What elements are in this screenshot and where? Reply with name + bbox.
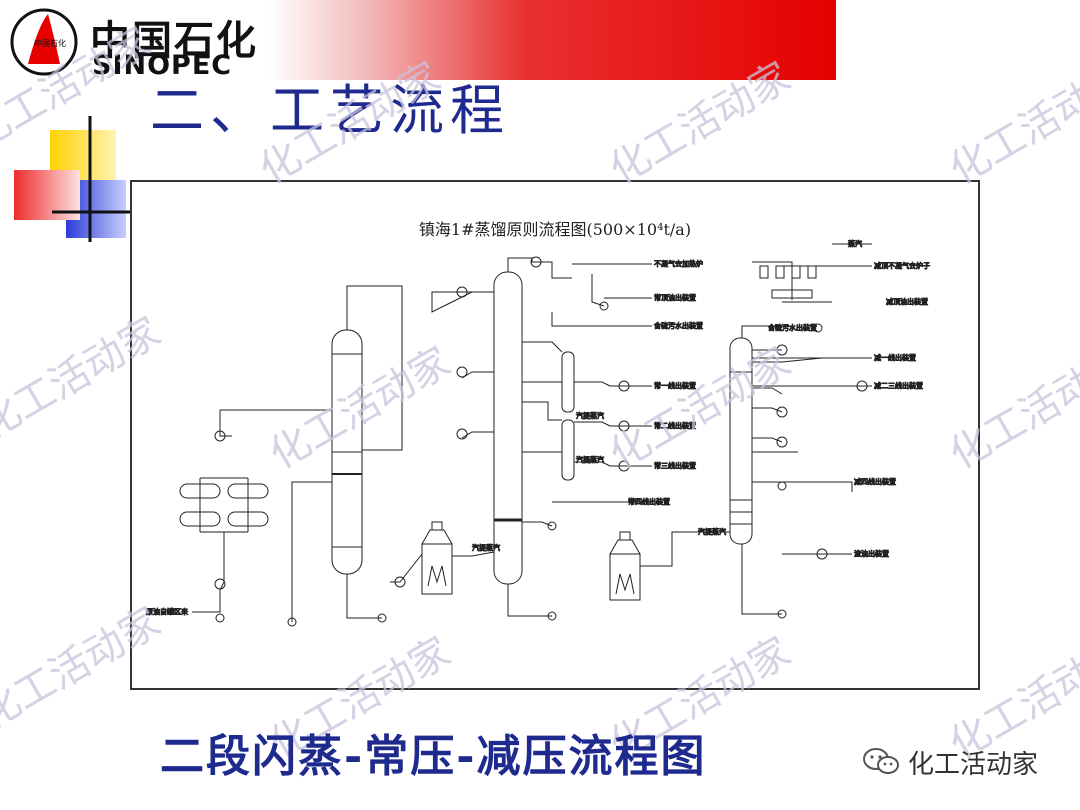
svg-text:汽提蒸汽: 汽提蒸汽 <box>472 543 500 552</box>
svg-text:含硫污水出装置: 含硫污水出装置 <box>654 321 703 330</box>
svg-text:不凝气去加热炉: 不凝气去加热炉 <box>654 259 703 268</box>
svg-text:中国石化: 中国石化 <box>34 38 66 48</box>
slide-title: 二、工艺流程 <box>150 79 510 142</box>
process-flow-diagram: 原油自罐区来 不凝气去加热炉 常顶油出装置 含硫污水出装置 常一线出装置 汽提蒸… <box>130 180 980 690</box>
svg-text:汽提蒸汽: 汽提蒸汽 <box>576 411 604 420</box>
diagram-title: 镇海1#蒸馏原则流程图(500×10⁴t/a) <box>418 220 692 239</box>
svg-text:常二线出装置: 常二线出装置 <box>654 421 696 430</box>
furnace-2 <box>609 531 641 601</box>
vacuum-tower <box>729 337 753 545</box>
account-name: 化工活动家 <box>908 750 1039 780</box>
svg-text:减顶油出装置: 减顶油出装置 <box>886 297 928 306</box>
svg-text:汽提蒸汽: 汽提蒸汽 <box>576 455 604 464</box>
stripper-1 <box>561 351 575 413</box>
brand-name-cn: 中国石化 <box>90 17 258 64</box>
heat-exchangers <box>214 256 868 590</box>
pumps <box>215 301 823 627</box>
svg-text:常顶油出装置: 常顶油出装置 <box>654 293 696 302</box>
svg-text:减一线出装置: 减一线出装置 <box>874 353 916 362</box>
wechat-icon <box>863 748 899 774</box>
svg-text:常一线出装置: 常一线出装置 <box>654 381 696 390</box>
vacuum-ejectors <box>759 265 817 299</box>
svg-text:减二三线出装置: 减二三线出装置 <box>874 381 923 390</box>
svg-text:汽提蒸汽: 汽提蒸汽 <box>698 527 726 536</box>
svg-text:减四线出装置: 减四线出装置 <box>854 477 896 486</box>
header-banner <box>270 0 836 80</box>
decorative-squares <box>14 116 132 242</box>
watermark: 化工活动家 <box>942 54 1080 194</box>
svg-text:常三线出装置: 常三线出装置 <box>654 461 696 470</box>
stripper-2 <box>561 419 575 481</box>
desalter-units <box>179 477 269 533</box>
brand-name-en: SINOPEC <box>92 50 233 81</box>
svg-text:含硫污水出装置: 含硫污水出装置 <box>768 323 817 332</box>
svg-text:渣油出装置: 渣油出装置 <box>854 549 889 558</box>
furnace-1 <box>421 521 453 595</box>
atmospheric-tower <box>493 271 523 585</box>
svg-text:蒸汽: 蒸汽 <box>848 239 862 248</box>
sinopec-logo-icon: 中国石化 <box>10 8 78 76</box>
diagram-drawing: 原油自罐区来 不凝气去加热炉 常顶油出装置 含硫污水出装置 常一线出装置 汽提蒸… <box>146 239 931 627</box>
svg-text:减顶不凝气去炉子: 减顶不凝气去炉子 <box>874 261 930 270</box>
svg-text:原油自罐区来: 原油自罐区来 <box>146 607 188 616</box>
svg-text:常四线出装置: 常四线出装置 <box>628 497 670 506</box>
diagram-caption: 二段闪蒸-常压-减压流程图 <box>160 731 707 782</box>
